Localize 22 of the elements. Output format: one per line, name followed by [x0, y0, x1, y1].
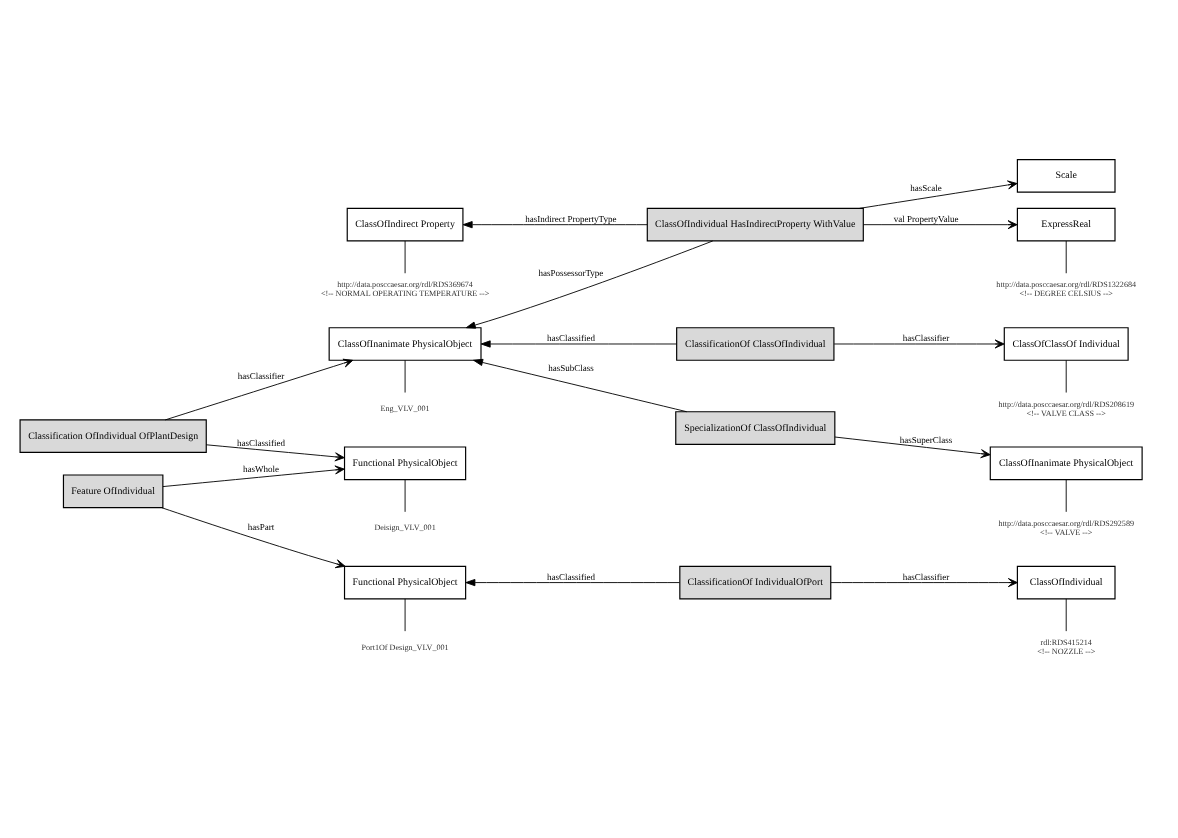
- arrow: [161, 507, 346, 569]
- arrow: [465, 240, 714, 329]
- arrow: [164, 358, 354, 421]
- connector: [404, 598, 406, 632]
- arrow: [462, 221, 648, 229]
- arrow: [833, 339, 1005, 349]
- connector: [1065, 598, 1067, 632]
- arrow: [205, 444, 345, 462]
- arrow: [465, 578, 680, 587]
- connector: [1065, 359, 1067, 393]
- connector: [404, 479, 406, 513]
- connector: [404, 240, 406, 274]
- arrow: [863, 220, 1018, 230]
- arrow: [830, 578, 1018, 588]
- arrow: [834, 436, 991, 459]
- connector: [404, 359, 406, 393]
- arrow: [162, 465, 345, 488]
- connector: [1065, 240, 1067, 274]
- arrow: [473, 358, 688, 413]
- arrow: [480, 340, 678, 348]
- arrow: [859, 180, 1018, 209]
- connector: [1065, 479, 1067, 513]
